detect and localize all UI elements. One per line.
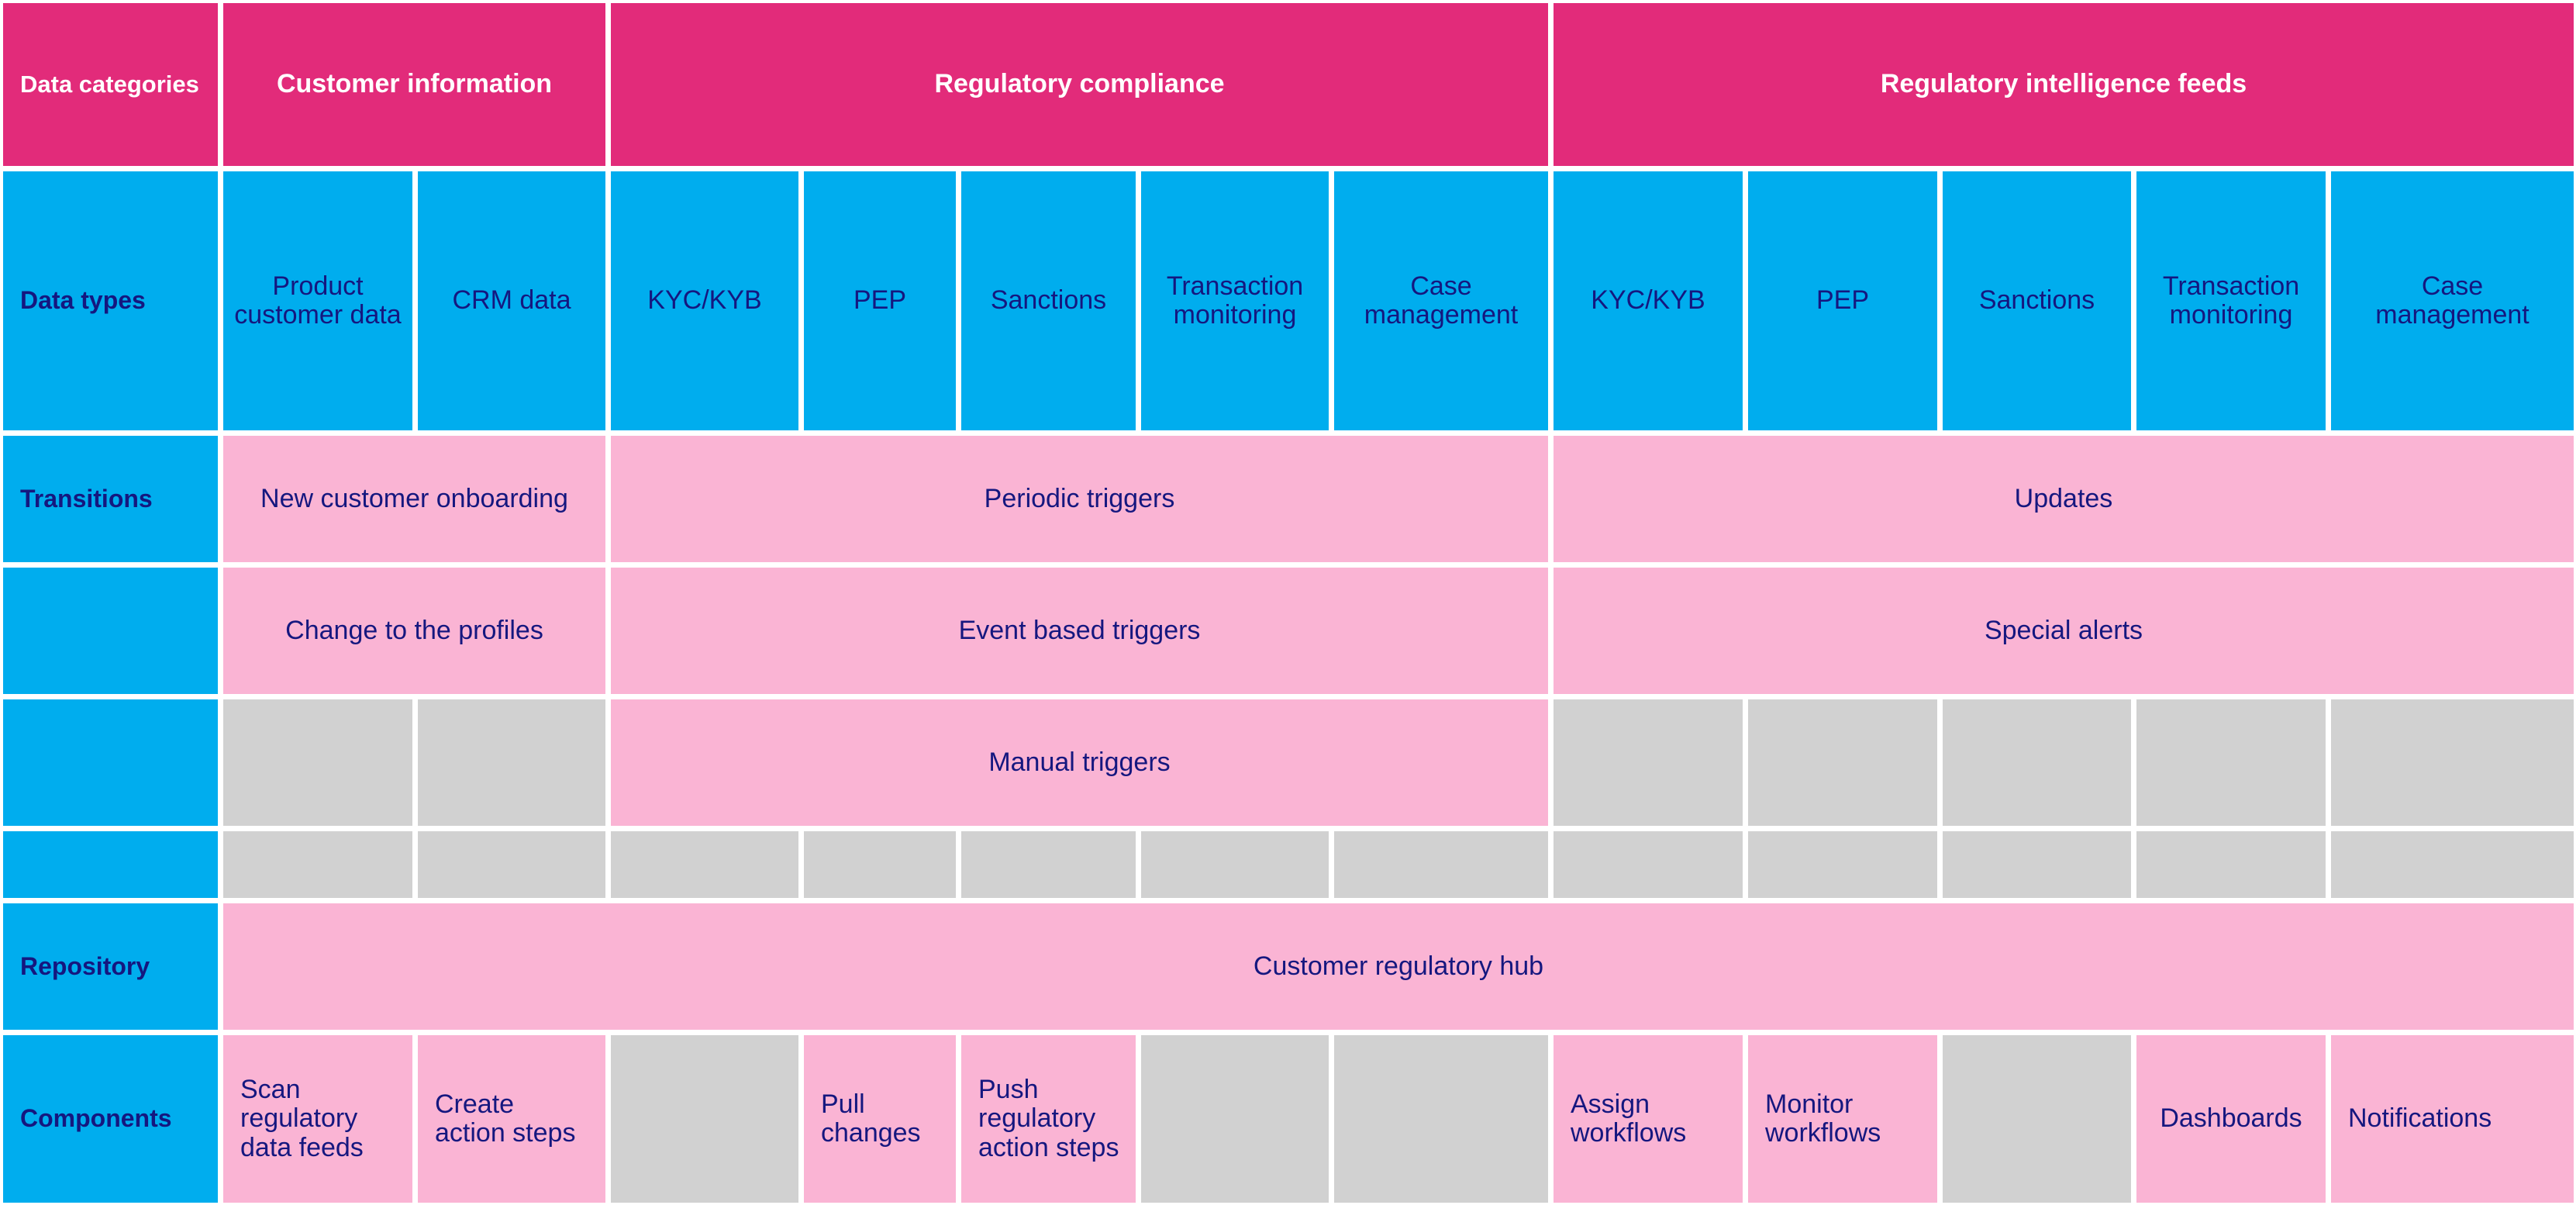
data-categories-label: Data categories bbox=[3, 3, 218, 166]
row-label-empty bbox=[3, 699, 218, 826]
row-label-empty bbox=[3, 831, 218, 898]
transition-cell: Change to the profiles bbox=[223, 568, 605, 694]
empty-cell bbox=[2136, 699, 2326, 826]
empty-cell bbox=[804, 831, 956, 898]
row-label-empty bbox=[3, 568, 218, 694]
empty-cell bbox=[2331, 699, 2574, 826]
transition-cell: Event based triggers bbox=[611, 568, 1548, 694]
empty-cell bbox=[1554, 699, 1743, 826]
empty-cell bbox=[1334, 1035, 1548, 1203]
data-type-cell: Case management bbox=[2331, 171, 2574, 430]
empty-cell bbox=[2136, 831, 2326, 898]
data-type-cell: Transaction monitoring bbox=[1141, 171, 1329, 430]
empty-cell bbox=[1943, 831, 2131, 898]
data-type-cell: KYC/KYB bbox=[611, 171, 798, 430]
data-architecture-table: Data categories Customer information Reg… bbox=[3, 3, 2574, 1203]
transition-cell: Periodic triggers bbox=[611, 436, 1548, 562]
component-cell: Notifications bbox=[2331, 1035, 2574, 1203]
transition-cell: New customer onboarding bbox=[223, 436, 605, 562]
component-cell: Assign workflows bbox=[1554, 1035, 1743, 1203]
data-type-cell: PEP bbox=[1748, 171, 1937, 430]
component-cell: Create action steps bbox=[418, 1035, 605, 1203]
empty-cell bbox=[1748, 831, 1937, 898]
empty-cell bbox=[961, 831, 1136, 898]
data-type-cell: CRM data bbox=[418, 171, 605, 430]
empty-cell bbox=[2331, 831, 2574, 898]
component-cell: Monitor workflows bbox=[1748, 1035, 1937, 1203]
row-label-repository: Repository bbox=[3, 903, 218, 1030]
transition-cell: Special alerts bbox=[1554, 568, 2574, 694]
empty-cell bbox=[223, 699, 412, 826]
data-type-cell: Transaction monitoring bbox=[2136, 171, 2326, 430]
empty-cell bbox=[611, 831, 798, 898]
empty-cell bbox=[611, 1035, 798, 1203]
empty-cell bbox=[1943, 1035, 2131, 1203]
row-label-components: Components bbox=[3, 1035, 218, 1203]
empty-cell bbox=[223, 831, 412, 898]
data-type-cell: Product customer data bbox=[223, 171, 412, 430]
component-cell: Scan regulatory data feeds bbox=[223, 1035, 412, 1203]
row-label-data-types: Data types bbox=[3, 171, 218, 430]
empty-cell bbox=[1748, 699, 1937, 826]
component-cell: Push regulatory action steps bbox=[961, 1035, 1136, 1203]
row-label-transitions: Transitions bbox=[3, 436, 218, 562]
category-regulatory-compliance: Regulatory compliance bbox=[611, 3, 1548, 166]
empty-cell bbox=[1141, 831, 1329, 898]
empty-cell bbox=[418, 831, 605, 898]
transition-cell: Manual triggers bbox=[611, 699, 1548, 826]
empty-cell bbox=[1554, 831, 1743, 898]
empty-cell bbox=[418, 699, 605, 826]
data-type-cell: KYC/KYB bbox=[1554, 171, 1743, 430]
empty-cell bbox=[1141, 1035, 1329, 1203]
transition-cell: Updates bbox=[1554, 436, 2574, 562]
data-type-cell: Sanctions bbox=[961, 171, 1136, 430]
data-type-cell: Sanctions bbox=[1943, 171, 2131, 430]
repository-cell: Customer regulatory hub bbox=[223, 903, 2574, 1030]
data-type-cell: PEP bbox=[804, 171, 956, 430]
empty-cell bbox=[1943, 699, 2131, 826]
component-cell: Dashboards bbox=[2136, 1035, 2326, 1203]
data-type-cell: Case management bbox=[1334, 171, 1548, 430]
component-cell: Pull changes bbox=[804, 1035, 956, 1203]
category-customer-information: Customer information bbox=[223, 3, 605, 166]
category-regulatory-intelligence-feeds: Regulatory intelligence feeds bbox=[1554, 3, 2574, 166]
empty-cell bbox=[1334, 831, 1548, 898]
